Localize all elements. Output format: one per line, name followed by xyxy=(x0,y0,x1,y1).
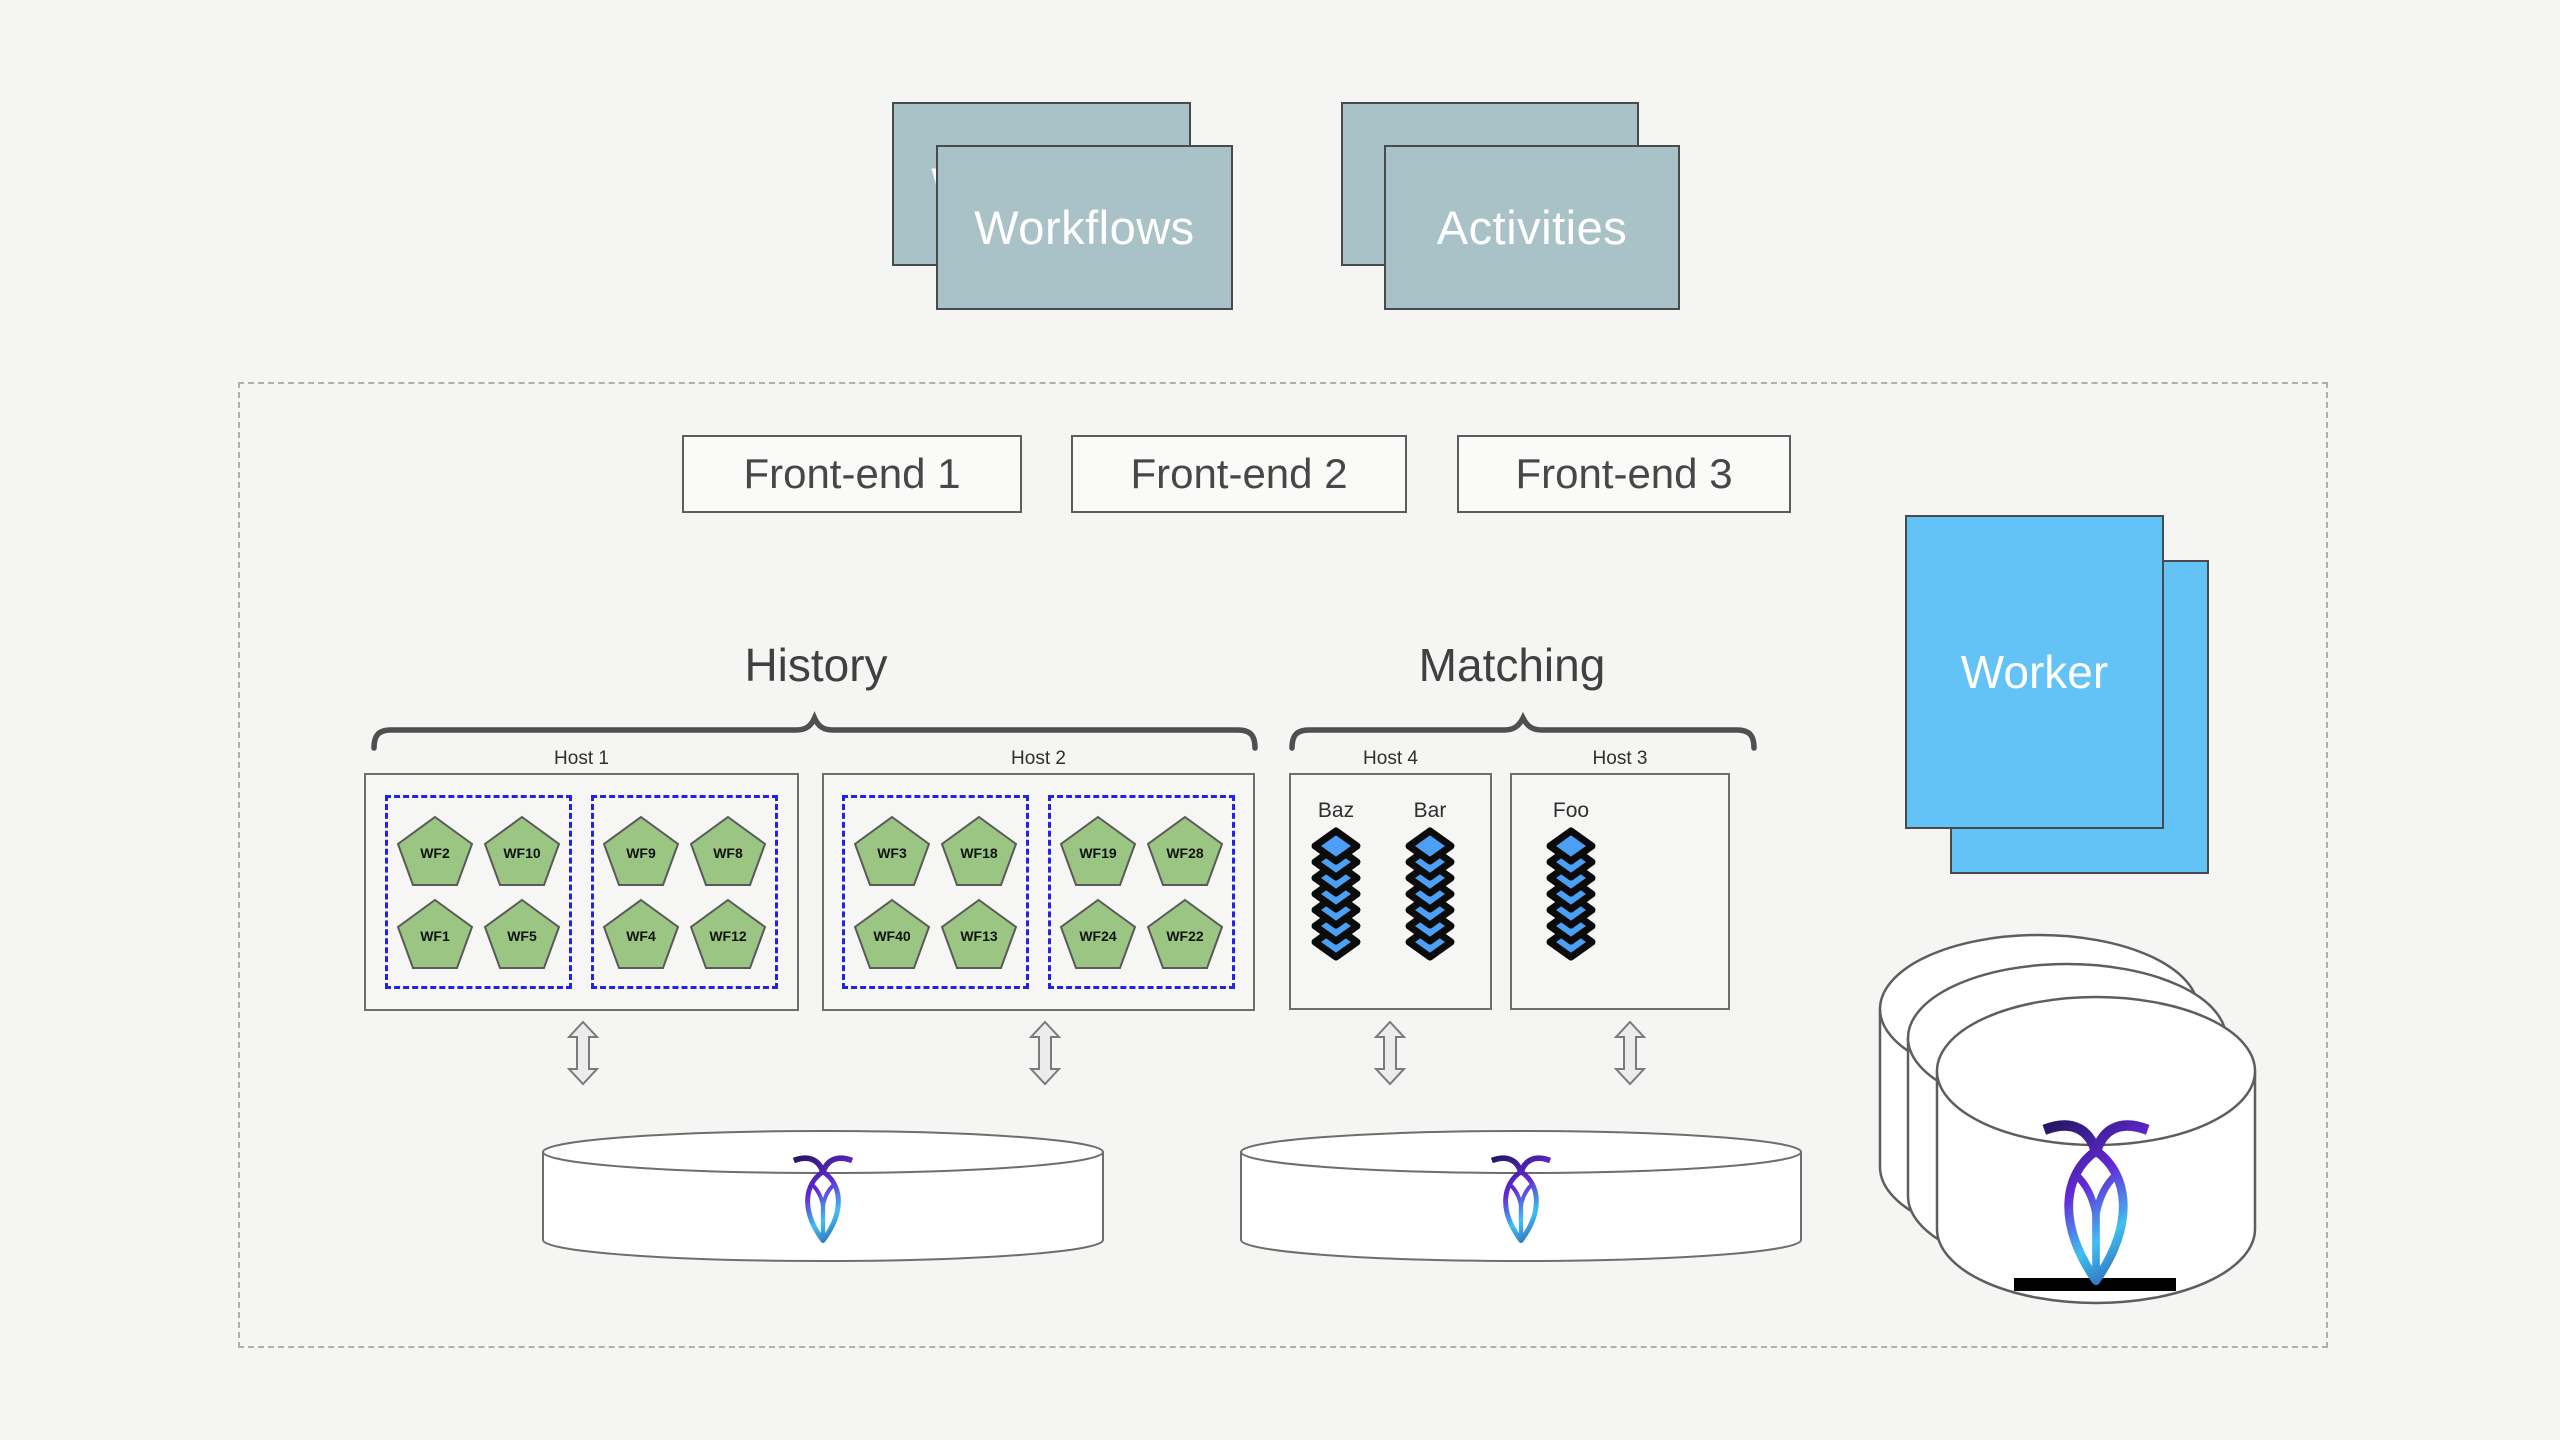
workflow-label: WF24 xyxy=(1079,928,1117,944)
workflow-pentagon-icon: WF1 xyxy=(396,898,474,969)
workflow-label: WF12 xyxy=(709,928,747,944)
workflow-pentagon-icon: WF40 xyxy=(854,898,931,969)
double-arrow-icon xyxy=(1028,1020,1062,1086)
frontend-3-box: Front-end 3 xyxy=(1457,435,1791,513)
queue-stack-icon xyxy=(1546,827,1596,961)
workflow-label: WF3 xyxy=(878,845,908,861)
workflow-pentagon-icon: WF28 xyxy=(1146,815,1223,886)
host2-box: WF3 WF18 WF40 WF13 WF19 WF28 xyxy=(822,773,1255,1011)
workflow-pentagon-icon: WF13 xyxy=(941,898,1018,969)
host1-box: WF2 WF10 WF1 WF5 WF9 WF8 xyxy=(364,773,799,1011)
activities-card-label: Activities xyxy=(1436,201,1628,254)
workflow-label: WF10 xyxy=(503,845,541,861)
workflow-pentagon-icon: WF8 xyxy=(689,815,767,886)
workflow-label: WF22 xyxy=(1166,928,1204,944)
workflow-label: WF40 xyxy=(874,928,912,944)
workflow-pentagon-icon: WF19 xyxy=(1059,815,1136,886)
history-service-label: History xyxy=(744,639,888,691)
cluster-boundary xyxy=(238,382,2328,1348)
queue-bar-label: Bar xyxy=(1413,799,1447,822)
workflow-label: WF28 xyxy=(1166,845,1204,861)
database-cluster-stack xyxy=(1878,933,2257,1305)
workflow-pentagon-icon: WF4 xyxy=(602,898,680,969)
cockroachdb-logo xyxy=(792,1150,854,1243)
workflows-card-label: Workflows xyxy=(974,201,1195,254)
host3-box: Foo xyxy=(1510,773,1730,1010)
workflow-pentagon-icon: WF18 xyxy=(941,815,1018,886)
host2-label: Host 2 xyxy=(1011,748,1066,769)
host4-label: Host 4 xyxy=(1363,748,1418,769)
workflow-pentagon-icon: WF12 xyxy=(689,898,767,969)
frontend-2-label: Front-end 2 xyxy=(1130,450,1348,497)
worker-card-label: Worker xyxy=(1960,646,2109,698)
frontend-3-label: Front-end 3 xyxy=(1515,450,1733,497)
workflow-pentagon-icon: WF3 xyxy=(854,815,931,886)
workflow-label: WF19 xyxy=(1079,845,1117,861)
queue-stack-icon xyxy=(1311,827,1361,961)
workflow-label: WF9 xyxy=(626,845,656,861)
worker-card: Worker xyxy=(1905,515,2164,829)
host2-shard-1: WF3 WF18 WF40 WF13 xyxy=(842,795,1030,989)
history-brace xyxy=(371,711,1258,751)
workflows-card: Workflows xyxy=(936,145,1233,310)
cockroachdb-logo xyxy=(1490,1150,1552,1243)
queue-baz-label: Baz xyxy=(1317,799,1355,822)
queue-foo-label: Foo xyxy=(1552,799,1590,822)
workflow-label: WF8 xyxy=(713,845,743,861)
frontend-1-label: Front-end 1 xyxy=(743,450,961,497)
host1-shard-2: WF9 WF8 WF4 WF12 xyxy=(591,795,778,989)
host3-label: Host 3 xyxy=(1592,748,1648,769)
double-arrow-icon xyxy=(566,1020,600,1086)
host1-shard-1: WF2 WF10 WF1 WF5 xyxy=(385,795,572,989)
queue-stack-icon xyxy=(1405,827,1455,961)
frontend-1-box: Front-end 1 xyxy=(682,435,1022,513)
host1-label: Host 1 xyxy=(554,748,609,769)
double-arrow-icon xyxy=(1373,1020,1407,1086)
workflow-label: WF13 xyxy=(961,928,999,944)
task-queue-foo: Foo xyxy=(1542,797,1600,963)
workflow-pentagon-icon: WF9 xyxy=(602,815,680,886)
workflow-label: WF1 xyxy=(420,928,450,944)
task-queue-bar: Bar xyxy=(1401,797,1459,963)
double-arrow-icon xyxy=(1613,1020,1647,1086)
workflow-label: WF5 xyxy=(507,928,537,944)
workflow-label: WF2 xyxy=(420,845,450,861)
workflow-pentagon-icon: WF22 xyxy=(1146,898,1223,969)
workflow-pentagon-icon: WF5 xyxy=(483,898,561,969)
workflow-pentagon-icon: WF24 xyxy=(1059,898,1136,969)
frontend-2-box: Front-end 2 xyxy=(1071,435,1407,513)
matching-service-label: Matching xyxy=(1418,639,1606,691)
matching-brace xyxy=(1289,711,1757,751)
task-queue-baz: Baz xyxy=(1307,797,1365,963)
workflow-pentagon-icon: WF10 xyxy=(483,815,561,886)
activities-card: Activities xyxy=(1384,145,1680,310)
host2-shard-2: WF19 WF28 WF24 WF22 xyxy=(1047,795,1235,989)
workflow-label: WF18 xyxy=(961,845,999,861)
workflow-label: WF4 xyxy=(626,928,656,944)
host4-box: Baz Bar xyxy=(1289,773,1492,1010)
workflow-pentagon-icon: WF2 xyxy=(396,815,474,886)
